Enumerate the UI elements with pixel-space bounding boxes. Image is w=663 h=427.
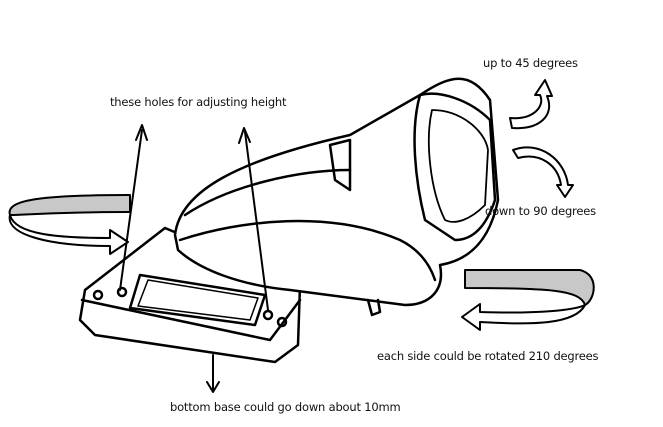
tilt-up-label: up to 45 degrees — [483, 56, 578, 70]
tilt-down-label: down to 90 degrees — [485, 204, 596, 218]
holes-label: these holes for adjusting height — [110, 95, 287, 109]
rotation-label: each side could be rotated 210 degrees — [377, 349, 599, 363]
base-label: bottom base could go down about 10mm — [170, 400, 401, 414]
bottom-base — [78, 226, 302, 364]
left-rotation-arrow — [8, 194, 131, 255]
tilt-up-arrow — [509, 79, 553, 130]
right-rotation-arrow — [461, 269, 595, 331]
tilt-down-arrow — [512, 146, 574, 198]
